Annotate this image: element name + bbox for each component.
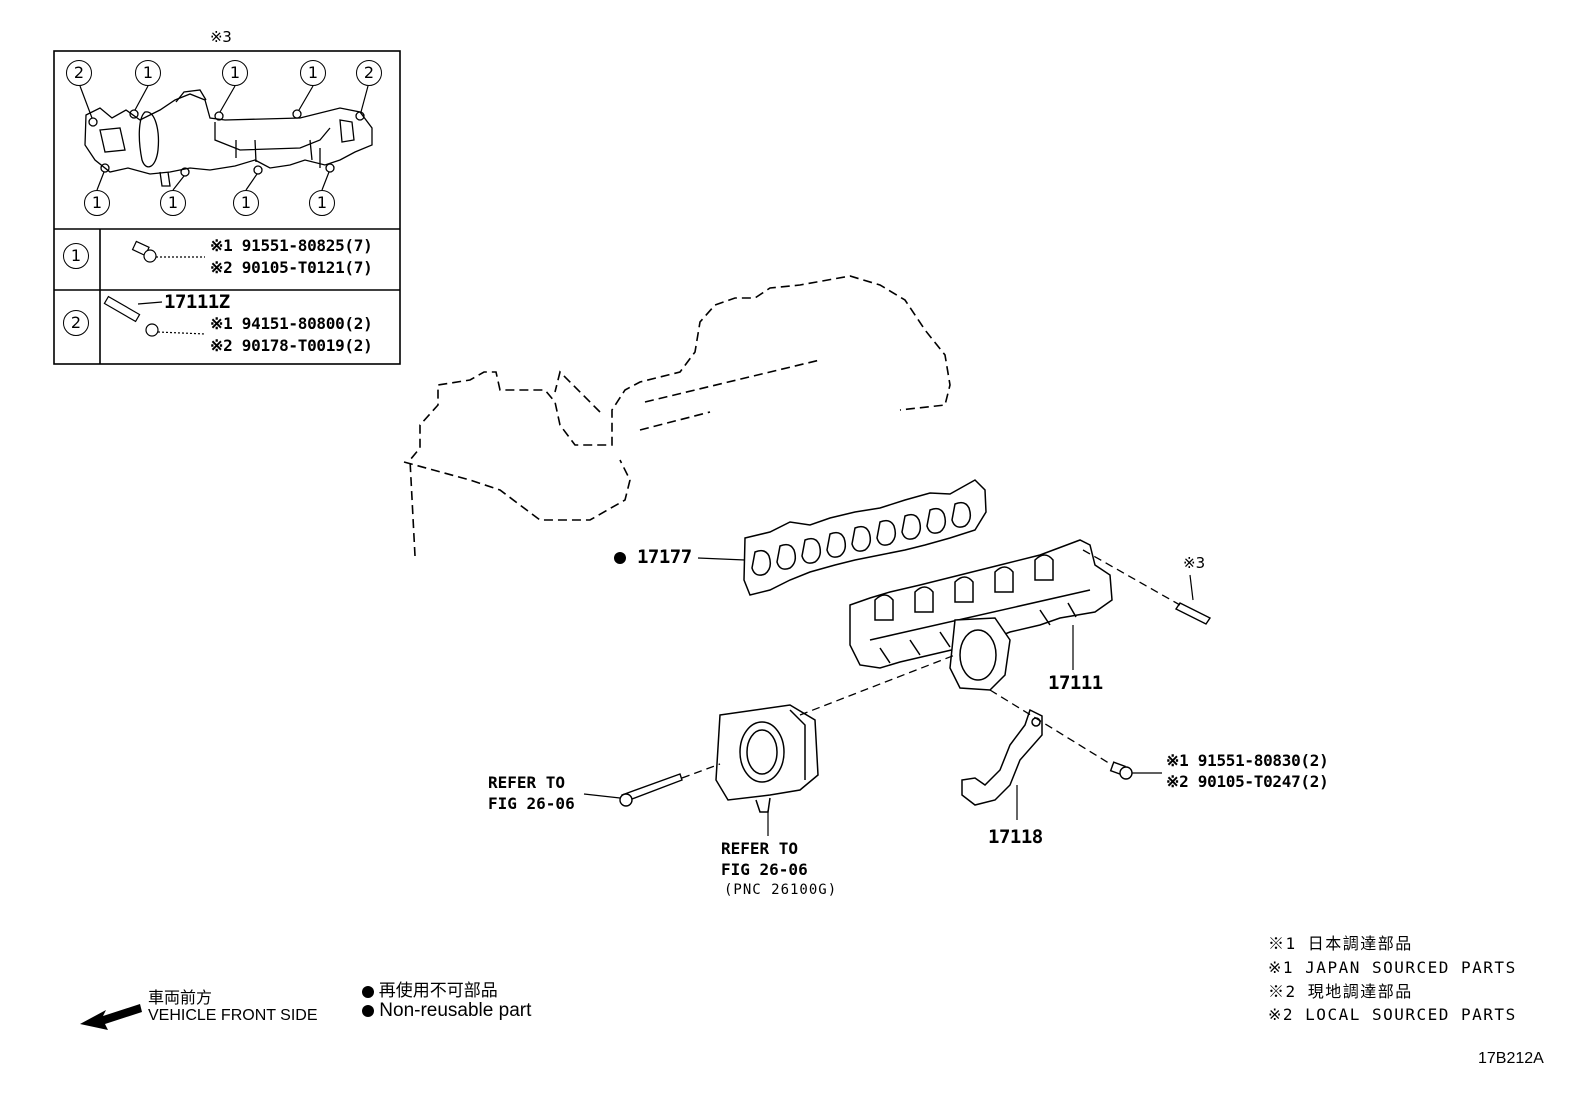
- refer-left-line1: REFER TO: [488, 773, 566, 792]
- non-reusable-dot-icon: [614, 551, 626, 564]
- manifold-label: 17111: [1048, 672, 1103, 694]
- legend-nonreusable-en: Non-reusable part: [362, 1000, 531, 1022]
- vehicle-front-arrow-icon: [80, 1004, 142, 1030]
- inset-callout-bottom-4: 1: [309, 190, 335, 216]
- inset-callout-top-5: 2: [356, 60, 382, 86]
- inset-row1-key: 1: [63, 243, 89, 269]
- leader-lines: [583, 557, 1194, 836]
- assembly-lines: [681, 549, 1181, 779]
- inset-row2-part: 17111Z: [164, 291, 230, 313]
- inset-row2-key: 2: [63, 310, 89, 336]
- inset-callout-top-4: 1: [300, 60, 326, 86]
- engine-outline-dashed: [403, 275, 951, 557]
- inset-row2-line1: ※1 94151-80800(2): [210, 314, 373, 333]
- inset-detail-box: [53, 50, 401, 365]
- inset-callout-top-2: 1: [135, 60, 161, 86]
- stud-bolt: [1174, 602, 1212, 625]
- stay-17118: [961, 708, 1043, 806]
- gasket-17177: [743, 479, 987, 596]
- legend-dot-icon-2: [362, 1004, 374, 1017]
- legend-nonreusable-jp: 再使用不可部品: [362, 976, 498, 1001]
- front-label-jp: 車両前方: [148, 990, 213, 1007]
- legend-dot-icon: [362, 985, 374, 998]
- inset-callout-top-3: 1: [222, 60, 248, 86]
- stay-bolt-line2: ※2 90105-T0247(2): [1166, 772, 1329, 791]
- inset-callout-bottom-3: 1: [233, 190, 259, 216]
- stay-bolt-line1: ※1 91551-80830(2): [1166, 751, 1329, 770]
- figure-id: 17B212A: [1478, 1050, 1544, 1067]
- inset-bolt-icon: [131, 240, 205, 263]
- inset-callout-bottom-2: 1: [160, 190, 186, 216]
- gasket-label: 17177: [614, 546, 692, 568]
- sourcing-legend-3: ※2 現地調達部品: [1268, 982, 1413, 1001]
- inset-manifold-sketch: [84, 89, 373, 187]
- intake-manifold-17111: [849, 539, 1113, 669]
- refer-bottom-line3: (PNC 26100G): [724, 882, 838, 898]
- stud-note-mark: ※3: [1183, 554, 1206, 572]
- stay-bolt: [1109, 761, 1133, 780]
- inset-row2-line2: ※2 90178-T0019(2): [210, 336, 373, 355]
- inset-stud-nut-icon: [103, 295, 206, 337]
- sourcing-legend-4: ※2 LOCAL SOURCED PARTS: [1268, 1005, 1517, 1024]
- inset-callout-bottom-1: 1: [84, 190, 110, 216]
- inset-callout-top-1: 2: [66, 60, 92, 86]
- front-label-en: VEHICLE FRONT SIDE: [148, 1007, 318, 1024]
- refer-left-line2: FIG 26-06: [488, 794, 575, 813]
- refer-bottom-line2: FIG 26-06: [721, 860, 808, 879]
- inset-note-mark: ※3: [210, 28, 232, 46]
- stay-label: 17118: [988, 826, 1043, 848]
- throttle-body: [715, 704, 819, 813]
- inset-row1-line1: ※1 91551-80825(7): [210, 236, 373, 255]
- refer-bottom-line1: REFER TO: [721, 839, 799, 858]
- long-bolt: [619, 773, 683, 807]
- sourcing-legend-2: ※1 JAPAN SOURCED PARTS: [1268, 958, 1517, 977]
- inset-leaders: [79, 85, 369, 191]
- throttle-flange: [949, 617, 1011, 691]
- inset-row1-line2: ※2 90105-T0121(7): [210, 258, 373, 277]
- sourcing-legend-1: ※1 日本調達部品: [1268, 934, 1413, 953]
